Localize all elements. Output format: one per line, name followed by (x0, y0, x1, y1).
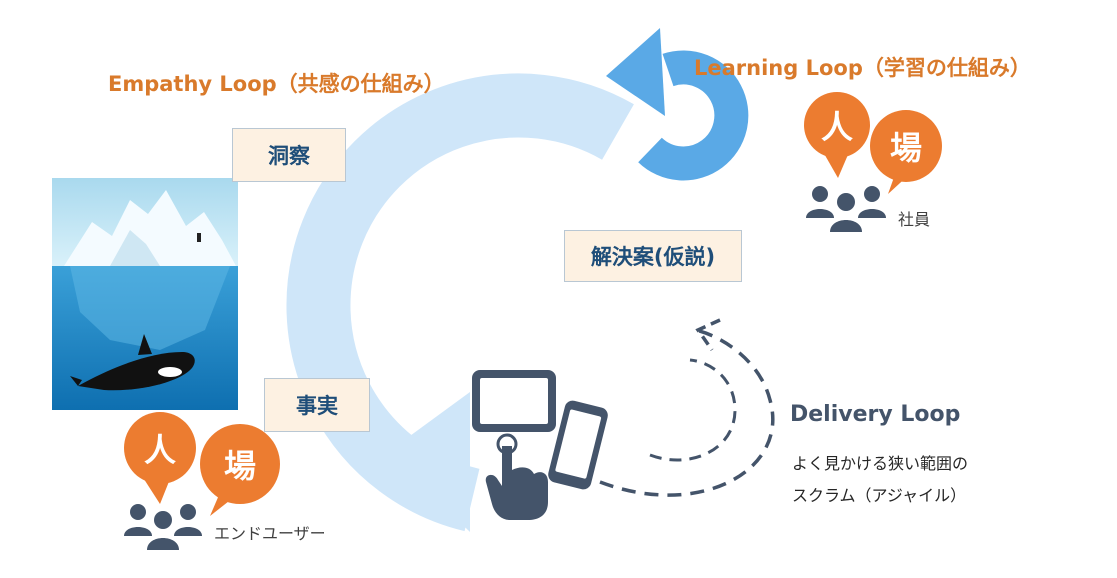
place-badge: 場 (200, 424, 280, 504)
solution-box: 解決案(仮説) (564, 230, 742, 282)
delivery-loop-desc-1: よく見かける狭い範囲の (792, 454, 969, 473)
tap-hand-icon (485, 433, 548, 520)
people-group-icon (806, 186, 886, 232)
tablet-icon (472, 370, 556, 432)
learning-loop-arrow (606, 28, 749, 181)
empathy-loop-title: Empathy Loop（共感の仕組み） (108, 72, 445, 96)
person-badge: 人 (124, 412, 196, 484)
empathy-loop-arrowhead (388, 392, 470, 532)
smartphone-icon (548, 400, 608, 490)
learning-loop-title: Learning Loop（学習の仕組み） (694, 56, 1031, 80)
end-users-label: エンドユーザー (214, 524, 326, 543)
insight-box: 洞察 (232, 128, 346, 182)
delivery-loop-desc-2: スクラム（アジャイル） (792, 486, 967, 505)
person-badge: 人 (804, 92, 870, 158)
delivery-loop-title: Delivery Loop (790, 402, 961, 427)
place-badge: 場 (870, 110, 942, 182)
iceberg-orca-illustration (52, 178, 238, 410)
empathy-loop-ring (286, 73, 634, 532)
employees-label: 社員 (898, 210, 931, 229)
fact-box: 事実 (264, 378, 370, 432)
delivery-loop-arrow (599, 318, 775, 497)
people-group-icon (124, 504, 202, 550)
